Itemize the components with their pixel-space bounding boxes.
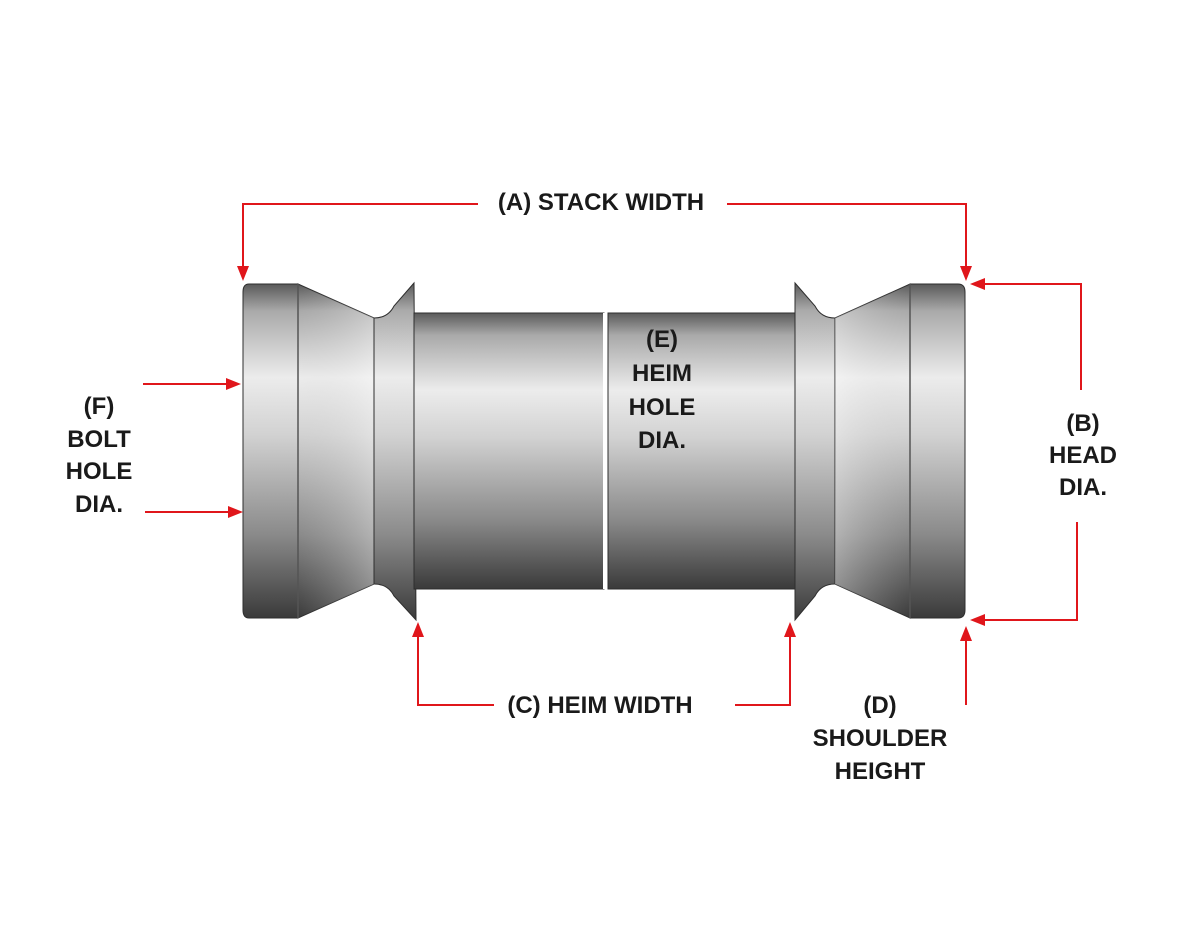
arrow-left-icon <box>970 278 985 290</box>
left-head <box>242 283 299 619</box>
left-heim-sleeve <box>413 312 605 590</box>
svg-text:(D): (D) <box>863 692 896 719</box>
svg-text:(E): (E) <box>646 326 678 353</box>
split-gap <box>603 313 608 589</box>
dimension-lines <box>143 203 1082 706</box>
right-spacer <box>607 281 966 622</box>
svg-text:HEAD: HEAD <box>1049 442 1117 469</box>
svg-text:HEIGHT: HEIGHT <box>835 758 926 785</box>
shoulder-height-dimension <box>960 626 972 705</box>
arrow-right-icon <box>226 378 241 390</box>
head-dia-label: (B) HEAD DIA. <box>1049 410 1117 501</box>
bolt-hole-dia-label: (F) BOLT HOLE DIA. <box>66 393 133 518</box>
arrow-up-icon <box>412 622 424 637</box>
svg-text:SHOULDER: SHOULDER <box>813 725 948 752</box>
heim-width-dimension <box>412 622 796 706</box>
arrow-up-icon <box>784 622 796 637</box>
stack-width-label: (A) STACK WIDTH <box>498 189 704 216</box>
svg-text:DIA.: DIA. <box>1059 474 1107 501</box>
heim-width-label: (C) HEIM WIDTH <box>507 692 692 719</box>
heim-spacer-part <box>242 281 966 622</box>
right-head <box>909 283 966 619</box>
head-dia-dimension <box>970 278 1082 626</box>
arrow-down-icon <box>237 266 249 281</box>
svg-text:BOLT: BOLT <box>67 426 131 453</box>
arrow-up-icon <box>960 626 972 641</box>
bolt-hole-dia-dimension <box>143 378 243 518</box>
svg-text:HOLE: HOLE <box>629 394 696 421</box>
left-spacer <box>242 281 605 622</box>
shoulder-height-label: (D) SHOULDER HEIGHT <box>813 692 948 785</box>
svg-text:DIA.: DIA. <box>638 427 686 454</box>
arrow-right-icon <box>228 506 243 518</box>
heim-hole-dia-label: (E) HEIM HOLE DIA. <box>629 326 696 454</box>
svg-text:(B): (B) <box>1066 410 1099 437</box>
left-shoulder <box>373 281 417 622</box>
right-heim-sleeve <box>607 312 796 590</box>
right-shoulder <box>794 281 836 622</box>
labels: (A) STACK WIDTH (B) HEAD DIA. (C) HEIM W… <box>66 189 1117 785</box>
arrow-left-icon <box>970 614 985 626</box>
svg-text:HOLE: HOLE <box>66 458 133 485</box>
svg-text:DIA.: DIA. <box>75 491 123 518</box>
svg-text:(F): (F) <box>84 393 115 420</box>
arrow-down-icon <box>960 266 972 281</box>
stack-width-dimension <box>237 203 972 281</box>
svg-text:HEIM: HEIM <box>632 360 692 387</box>
